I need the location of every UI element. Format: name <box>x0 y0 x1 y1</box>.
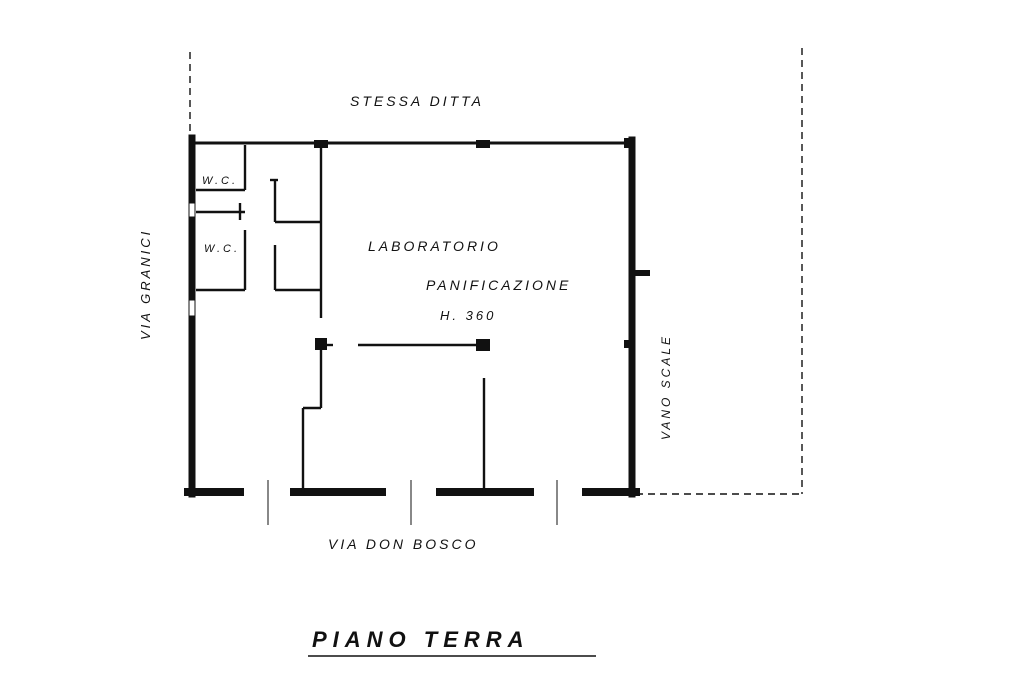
interior-walls <box>196 145 486 492</box>
left-street-label: VIA GRANICI <box>138 229 153 340</box>
right-stair-label: VANO SCALE <box>659 334 673 440</box>
bottom-street-label: VIA DON BOSCO <box>328 536 479 552</box>
pillars <box>314 138 650 351</box>
top-street-label: STESSA DITTA <box>350 93 484 109</box>
plan-title: PIANO TERRA <box>312 627 530 652</box>
room-height: H. 360 <box>440 308 496 323</box>
property-boundary <box>189 48 803 495</box>
room-name-line1: LABORATORIO <box>368 238 501 254</box>
wc-lower-label: W.C. <box>204 243 240 255</box>
wc-upper-label: W.C. <box>202 175 238 187</box>
outer-walls <box>184 134 640 498</box>
room-name-line2: PANIFICAZIONE <box>426 277 571 293</box>
axis-ticks <box>267 480 558 525</box>
left-wall-windows <box>188 202 196 317</box>
